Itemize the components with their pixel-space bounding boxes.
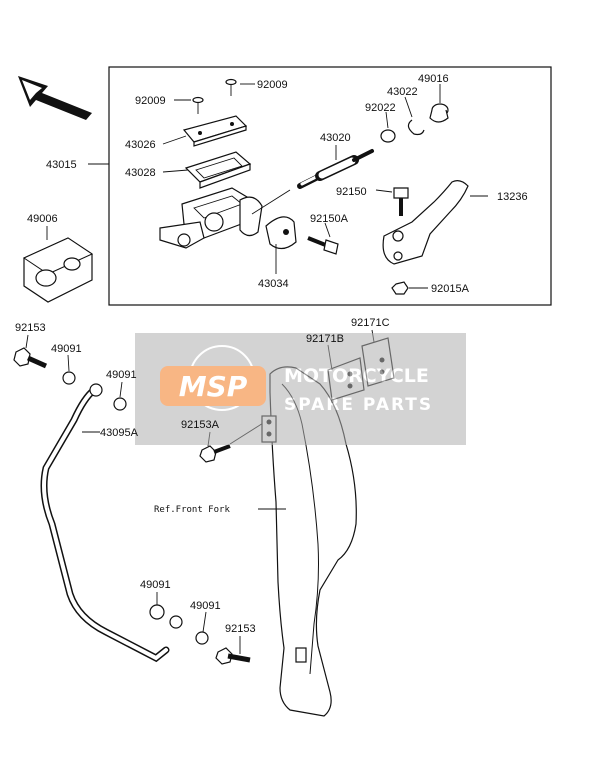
screw-92009-left	[192, 96, 204, 114]
label-92150A: 92150A	[310, 213, 349, 225]
label-49091-b: 49091	[106, 369, 137, 381]
piston-kit-43020	[297, 149, 374, 189]
boot-49016	[429, 103, 449, 123]
reservoir-cap-43026	[182, 115, 248, 147]
label-92153-top: 92153	[15, 322, 46, 334]
watermark-line2: SPARE PARTS	[284, 395, 433, 415]
washer-92022	[380, 129, 396, 143]
washer-49091-a	[62, 371, 76, 385]
direction-arrow-icon	[18, 76, 92, 120]
washer-49091-b	[113, 397, 127, 411]
banjo-bolt-92153-top	[13, 334, 48, 369]
pivot-bolt-92150	[393, 187, 409, 216]
nut-92015A	[391, 281, 409, 295]
label-43028: 43028	[125, 167, 156, 179]
label-92153A: 92153A	[181, 419, 220, 431]
label-49091-a: 49091	[51, 343, 82, 355]
guard-49006	[22, 226, 94, 303]
label-49016: 49016	[418, 73, 449, 85]
master-cylinder-body-43015	[159, 187, 263, 249]
watermark-logo: MSP	[179, 370, 248, 403]
label-92009-a: 92009	[135, 95, 166, 107]
label-92015A: 92015A	[431, 283, 470, 295]
label-43022: 43022	[387, 86, 418, 98]
label-43095A: 43095A	[100, 427, 139, 439]
label-92150: 92150	[336, 186, 367, 198]
brake-hose-43095A	[40, 383, 183, 663]
brake-lever-13236	[382, 180, 469, 265]
label-43034: 43034	[258, 278, 289, 290]
washer-49091-c	[149, 604, 165, 620]
watermark: MSP MOTORCYCLE SPARE PARTS	[135, 333, 466, 445]
watermark-line1: MOTORCYCLE	[284, 365, 429, 387]
label-49091-c: 49091	[140, 579, 171, 591]
washer-49091-d	[195, 631, 209, 645]
label-92153-bottom: 92153	[225, 623, 256, 635]
label-43026: 43026	[125, 139, 156, 151]
label-92009-b: 92009	[257, 79, 288, 91]
leaders-box	[88, 83, 488, 289]
label-49006: 49006	[27, 213, 58, 225]
label-92171B: 92171B	[306, 333, 344, 345]
banjo-bolt-92153-bottom	[215, 636, 251, 665]
label-ref-front-fork: Ref.Front Fork	[154, 505, 230, 515]
screw-92009-right	[225, 78, 237, 96]
label-43015: 43015	[46, 159, 77, 171]
diaphragm-43028	[184, 151, 252, 189]
label-13236: 13236	[497, 191, 528, 203]
assembly-box	[108, 66, 552, 306]
label-92022: 92022	[365, 102, 396, 114]
bolt-92150A	[307, 236, 339, 255]
clamp-43034	[265, 216, 297, 250]
label-43020: 43020	[320, 132, 351, 144]
label-49091-d: 49091	[190, 600, 221, 612]
circlip-43022	[407, 119, 425, 136]
label-92171C: 92171C	[351, 317, 390, 329]
